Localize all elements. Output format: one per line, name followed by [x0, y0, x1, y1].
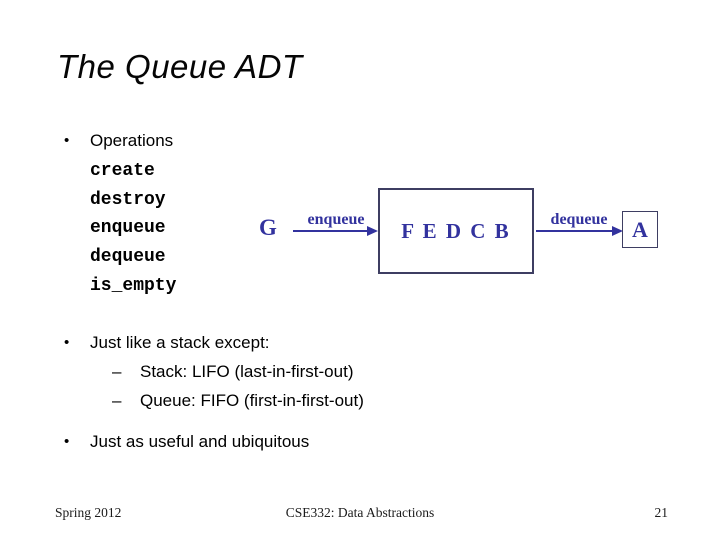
- operation-item-dequeue: dequeue: [90, 247, 166, 268]
- stack-comparison-heading: Just like a stack except:: [90, 333, 270, 352]
- operation-item-create: create: [90, 161, 155, 181]
- bullet-icon: •: [64, 132, 70, 149]
- dequeued-item: A: [632, 216, 648, 242]
- footer-term: Spring 2012: [55, 505, 122, 520]
- useful-heading: Just as useful and ubiquitous: [90, 432, 310, 451]
- dequeued-item-box: A: [622, 211, 658, 248]
- footer-course-title: CSE332: Data Abstractions: [285, 505, 435, 520]
- operation-item-enqueue: enqueue: [90, 218, 166, 239]
- enqueue-arrowhead-icon: [367, 225, 378, 236]
- dequeue-arrow-shaft: [536, 230, 614, 232]
- dash-icon: –: [112, 362, 122, 381]
- operations-heading: Operations: [90, 131, 174, 150]
- operations-bullet-row: • Operations: [64, 130, 173, 151]
- sub-bullet-stack: – Stack: LIFO (last-in-first-out): [112, 358, 364, 387]
- dequeue-arrowhead-icon: [612, 225, 623, 236]
- enqueue-arrow: enqueue: [293, 211, 379, 237]
- operation-item-destroy: destroy: [90, 189, 166, 210]
- operations-list: create destroy enqueue dequeue is_empty: [90, 157, 176, 300]
- bullet-icon: •: [64, 433, 70, 450]
- dequeue-arrow: dequeue: [536, 211, 623, 237]
- dash-icon: –: [112, 390, 122, 410]
- footer-page-number: 21: [654, 505, 669, 520]
- sub-bullet-stack-text: Stack: LIFO (last-in-first-out): [140, 362, 354, 381]
- dequeue-arrow-label: dequeue: [550, 211, 608, 228]
- sub-bullet-queue-text: Queue: FIFO (first-in-first-out): [140, 390, 364, 410]
- enqueue-input-item: G: [259, 215, 277, 240]
- stack-comparison-sublist: – Stack: LIFO (last-in-first-out) – Queu…: [112, 358, 364, 415]
- operation-item-isempty: is_empty: [90, 275, 177, 296]
- stack-comparison-bullet-row: • Just like a stack except:: [64, 332, 270, 353]
- enqueue-arrow-label: enqueue: [307, 211, 365, 228]
- enqueue-arrow-shaft: [293, 230, 369, 232]
- bullet-icon: •: [64, 334, 70, 351]
- queue-contents: F E D C B: [401, 218, 511, 243]
- queue-contents-box: F E D C B: [378, 188, 534, 274]
- slide-title: The Queue ADT: [57, 48, 303, 85]
- useful-bullet-row: • Just as useful and ubiquitous: [64, 431, 309, 452]
- sub-bullet-queue: – Queue: FIFO (first-in-first-out): [112, 387, 364, 416]
